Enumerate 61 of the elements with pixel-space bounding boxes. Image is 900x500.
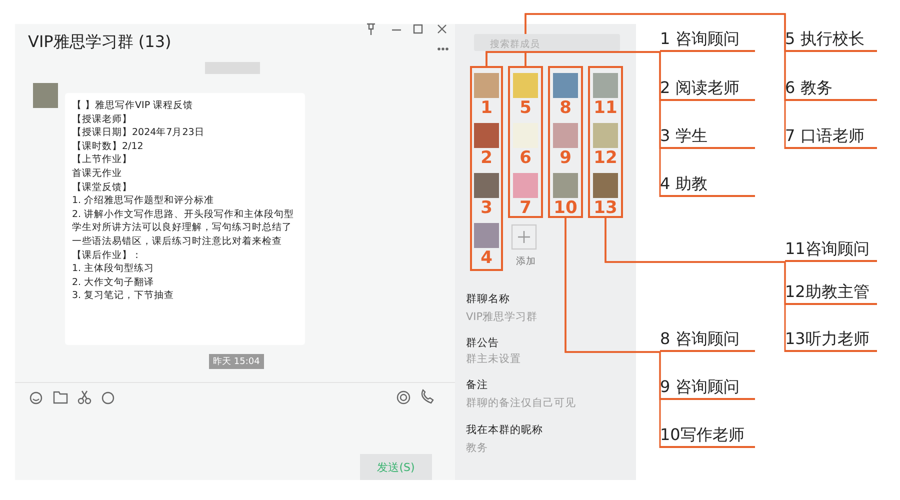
role-label: 6 教务 <box>785 77 877 101</box>
role-label: 10写作老师 <box>660 424 755 448</box>
leader-line <box>524 13 786 149</box>
leader-line <box>486 51 661 197</box>
message-line: 学生对所讲方法可以良好理解，写句练习时总结了一些语法易错区，课后练习时注意比对着来检查 <box>72 221 293 249</box>
add-caption: 添加 <box>516 255 536 268</box>
highlight-frame <box>508 66 543 218</box>
highlight-frame <box>588 66 623 218</box>
field-title: 群聊名称 <box>466 292 510 306</box>
field-value: 群聊的备注仅自己可见 <box>466 396 576 410</box>
role-label: 3 学生 <box>660 125 755 149</box>
field-value: 群主未设置 <box>466 352 521 366</box>
leader-line <box>564 218 661 448</box>
leader-line <box>604 218 786 352</box>
highlight-frame <box>548 66 583 218</box>
callout-number: 3 <box>480 198 494 218</box>
role-label: 9 咨询顾问 <box>660 376 755 400</box>
message-line: 1. 介绍雅思写作题型和评分标准 <box>72 194 216 208</box>
message-line: 首课无作业 <box>72 166 123 181</box>
message-line: 1. 主体段句型练习 <box>72 262 156 276</box>
callout-number: 6 <box>518 148 532 168</box>
role-label: 12助教主管 <box>785 281 877 305</box>
message-line: 3. 复习笔记，下节抽查 <box>72 289 176 303</box>
callout-number: 4 <box>480 248 494 268</box>
role-label: 8 咨询顾问 <box>660 328 755 352</box>
message-line: 【 】雅思写作VIP 课程反馈 <box>72 99 194 113</box>
message-line: 【课时数】2/12 <box>72 140 144 154</box>
role-label: 4 助教 <box>660 173 755 197</box>
message-line: 2. 大作文句子翻译 <box>72 276 156 290</box>
field-title: 备注 <box>466 378 488 392</box>
callout-number: 2 <box>480 148 494 168</box>
chat-title: VIP雅思学习群 (13) <box>28 32 172 53</box>
role-label: 1 咨询顾问 <box>660 28 755 52</box>
callout-number: 9 <box>558 148 572 168</box>
callout-number: 8 <box>558 98 572 118</box>
callout-number: 13 <box>592 198 618 218</box>
field-value: 教务 <box>466 441 488 455</box>
message-line: 【授课老师】 <box>72 112 133 126</box>
highlight-frame <box>470 66 503 271</box>
role-label: 7 口语老师 <box>785 125 877 149</box>
role-label: 13听力老师 <box>785 328 877 352</box>
callout-number: 5 <box>518 98 532 118</box>
field-value: VIP雅思学习群 <box>466 310 538 324</box>
message-line: 【课堂反馈】 <box>72 180 133 194</box>
timestamp: 昨天 15:04 <box>209 354 264 369</box>
message-line: 【课后作业】： <box>72 248 143 262</box>
message-line: 2. 讲解小作文写作思路、开头段写作和主体段句型 <box>72 208 296 222</box>
role-label: 5 执行校长 <box>785 28 877 52</box>
callout-number: 10 <box>552 198 578 218</box>
message-line: 【授课日期】2024年7月23日 <box>72 126 206 140</box>
search-placeholder: 搜索群成员 <box>490 38 540 51</box>
message-line: 【上节作业】 <box>72 153 133 167</box>
field-title: 我在本群的昵称 <box>466 423 543 437</box>
callout-number: 1 <box>480 98 494 118</box>
callout-number: 11 <box>592 98 618 118</box>
role-label: 2 阅读老师 <box>660 77 755 101</box>
callout-number: 7 <box>518 198 532 218</box>
callout-number: 12 <box>592 148 618 168</box>
send-button: 发送(S) <box>360 454 432 480</box>
role-label: 11咨询顾问 <box>785 238 877 262</box>
field-title: 群公告 <box>466 336 499 350</box>
